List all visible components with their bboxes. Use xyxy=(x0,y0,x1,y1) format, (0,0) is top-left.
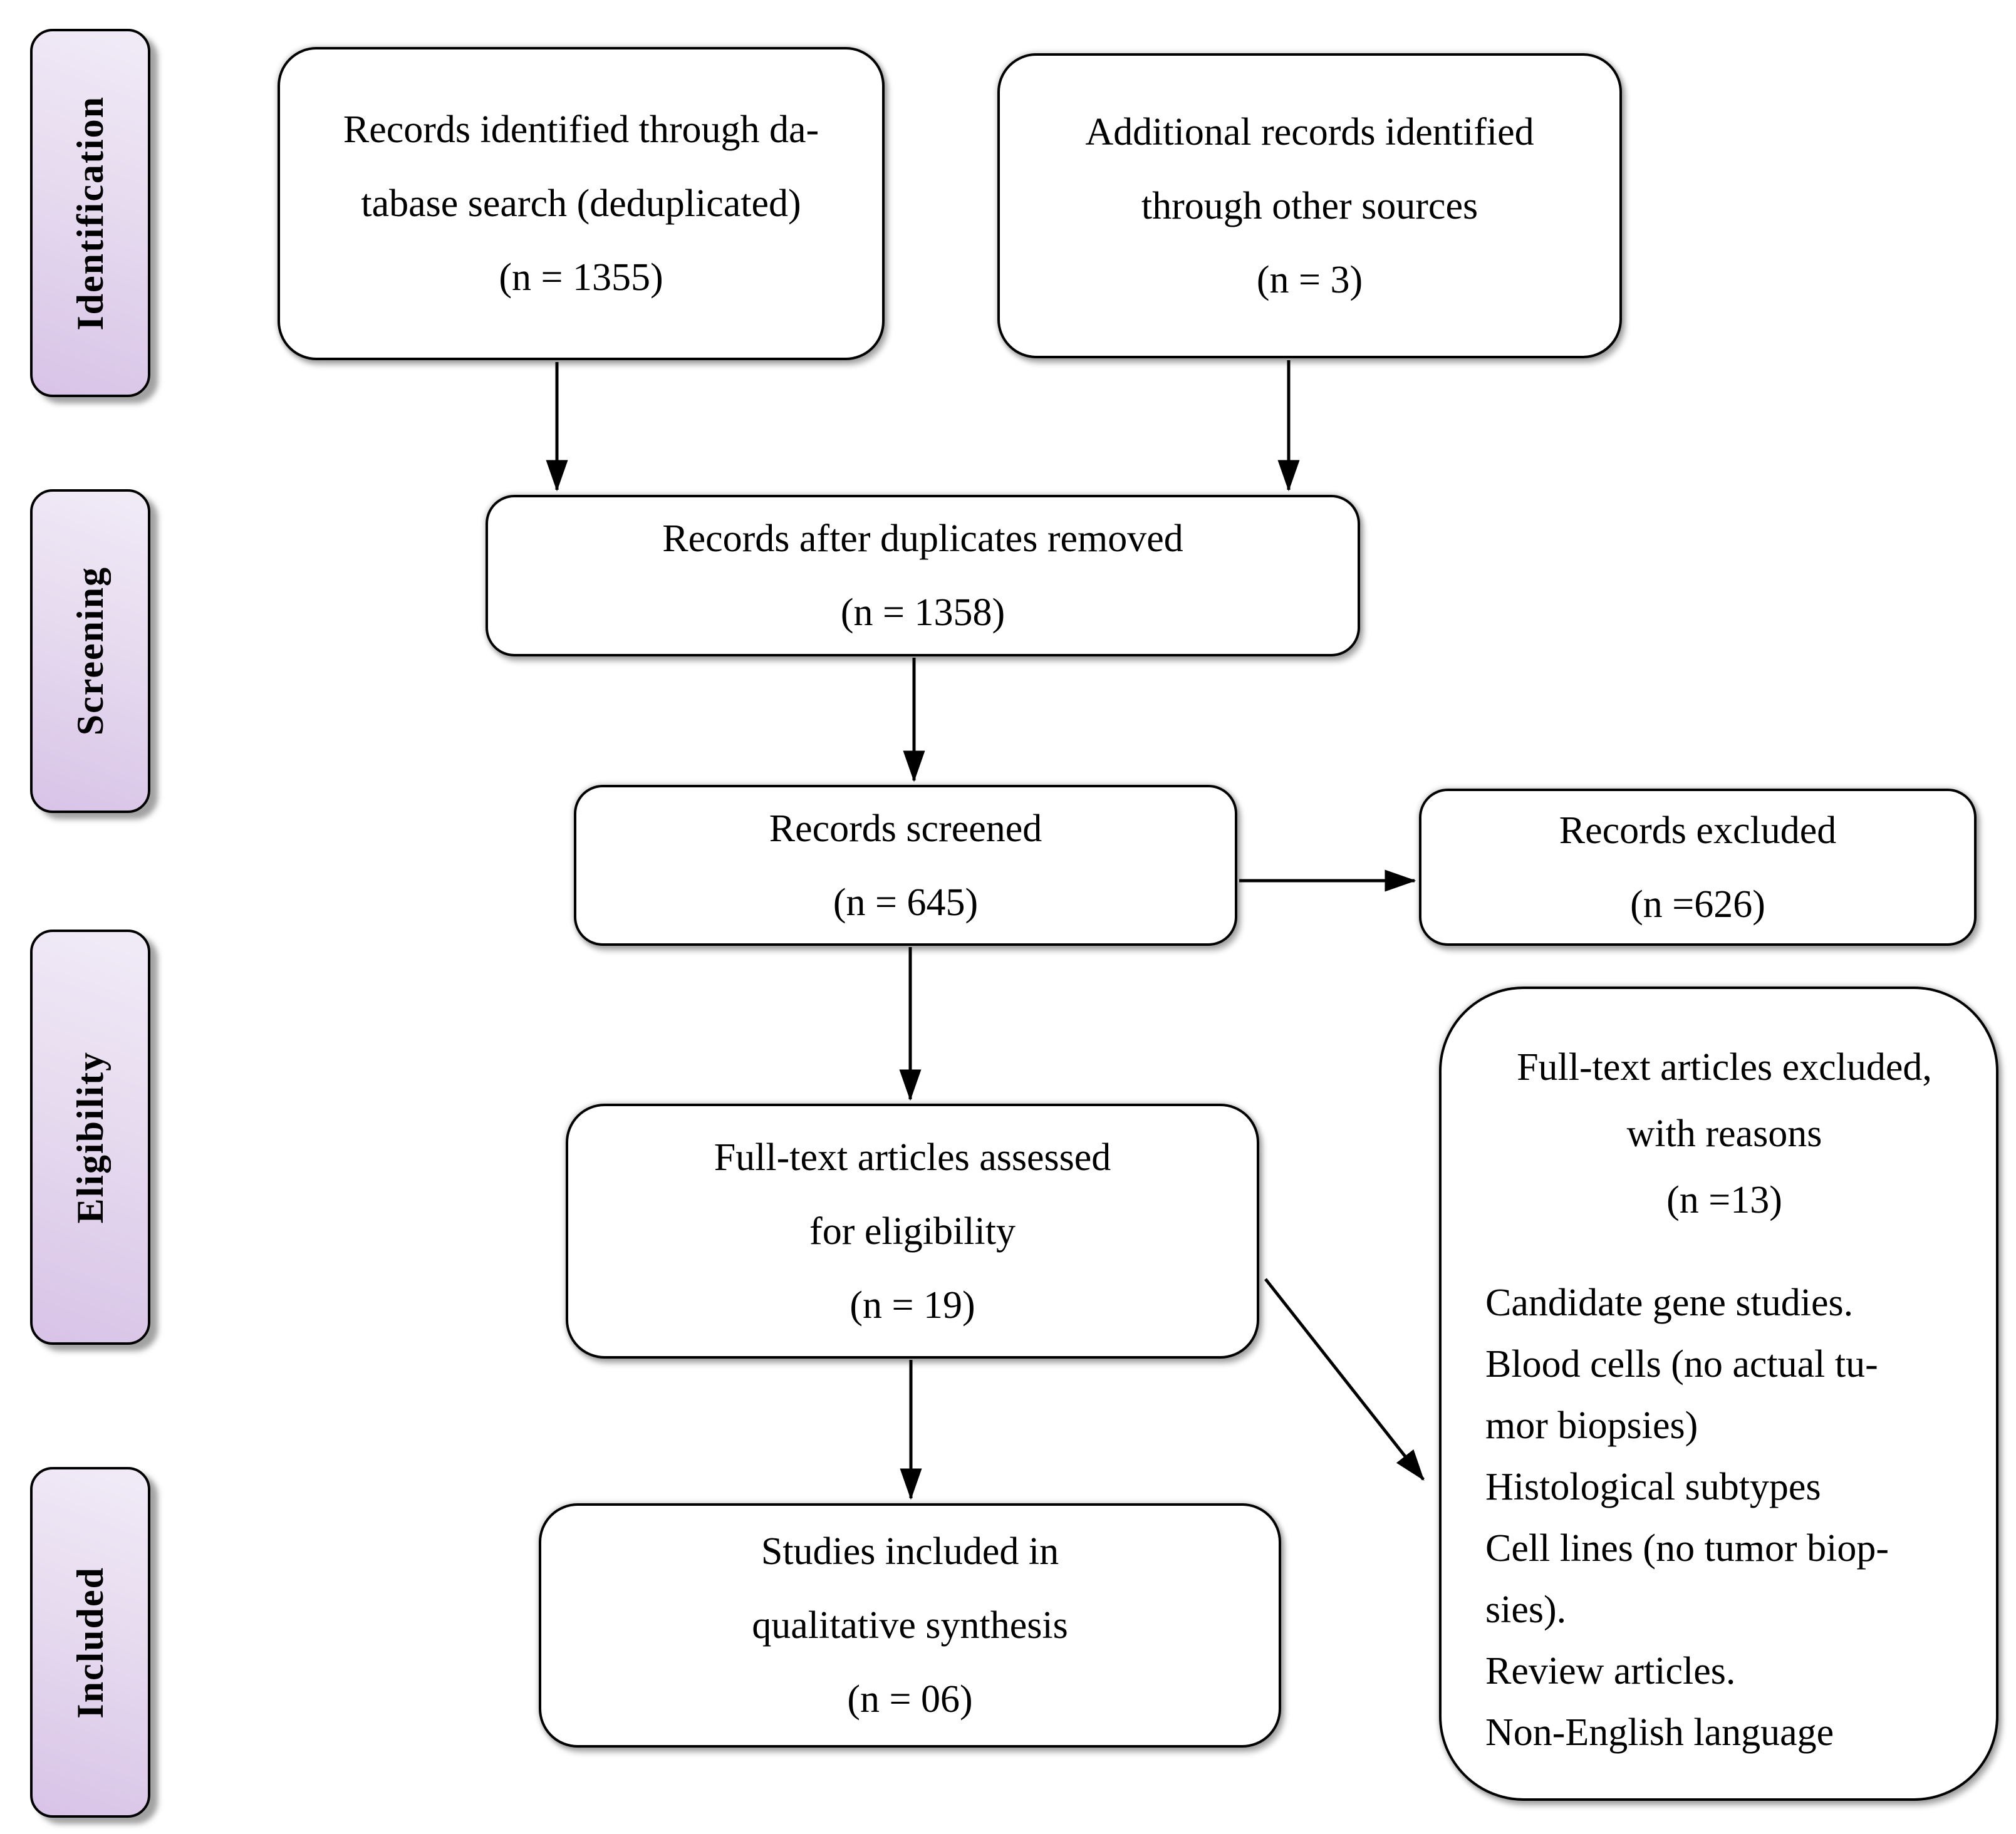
box-text-line: (n = 3) xyxy=(1256,258,1363,301)
box-text-line: (n = 645) xyxy=(833,881,979,924)
box-additional-records: Additional records identified through ot… xyxy=(997,53,1622,358)
stage-eligibility: Eligibility xyxy=(30,930,150,1345)
reasons-item: Cell lines (no tumor biop- xyxy=(1485,1527,1889,1570)
box-text-line: for eligibility xyxy=(809,1210,1016,1253)
box-text-line: Full-text articles excluded, xyxy=(1517,1046,1932,1089)
box-text-line: Studies included in xyxy=(761,1530,1059,1573)
box-records-after-duplicates: Records after duplicates removed (n = 13… xyxy=(486,495,1360,656)
box-text-line: Records excluded xyxy=(1559,809,1837,852)
box-text-line: tabase search (deduplicated) xyxy=(361,182,801,225)
box-text-line: Full-text articles assessed xyxy=(714,1136,1111,1179)
stage-label: Identification xyxy=(69,95,111,331)
box-text-line: Records screened xyxy=(769,807,1042,850)
stage-label: Screening xyxy=(69,566,111,736)
reasons-item: Blood cells (no actual tu- xyxy=(1485,1343,1878,1386)
stage-included: Included xyxy=(30,1467,150,1818)
box-text-line: (n = 06) xyxy=(847,1678,973,1721)
box-text-line: (n = 1355) xyxy=(499,256,663,299)
reasons-item: mor biopsies) xyxy=(1485,1404,1698,1447)
box-fulltext-excluded-reasons: Full-text articles excluded, with reason… xyxy=(1439,987,1998,1801)
box-fulltext-assessed: Full-text articles assessed for eligibil… xyxy=(566,1104,1259,1359)
reasons-item: Non-English language xyxy=(1485,1711,1834,1754)
box-text-line: (n = 19) xyxy=(850,1283,975,1327)
reasons-item: Histological subtypes xyxy=(1485,1466,1821,1508)
arrow-fulltext-to-reasons xyxy=(1264,1278,1425,1481)
box-text-line: (n =626) xyxy=(1630,883,1765,926)
reasons-item: Candidate gene studies. xyxy=(1485,1282,1854,1324)
box-text-line: through other sources xyxy=(1141,184,1478,227)
box-text-line: (n = 1358) xyxy=(840,591,1005,634)
stage-label: Eligibility xyxy=(69,1050,111,1224)
stage-identification: Identification xyxy=(30,29,150,397)
box-text-line: qualitative synthesis xyxy=(752,1604,1068,1647)
box-text-line: Records identified through da- xyxy=(343,108,819,151)
box-records-excluded: Records excluded (n =626) xyxy=(1419,789,1977,946)
stage-label: Included xyxy=(69,1566,111,1719)
box-text-line: Additional records identified xyxy=(1085,110,1534,153)
reasons-item: sies). xyxy=(1485,1588,1567,1631)
reasons-header: Full-text articles excluded, with reason… xyxy=(1485,1034,1963,1233)
box-text-line: with reasons xyxy=(1626,1112,1822,1155)
box-text-line: (n =13) xyxy=(1666,1179,1782,1221)
reasons-item-list: Candidate gene studies. Blood cells (no … xyxy=(1485,1272,1963,1763)
box-studies-included: Studies included in qualitative synthesi… xyxy=(539,1503,1281,1748)
box-text-line: Records after duplicates removed xyxy=(662,517,1183,560)
box-records-screened: Records screened (n = 645) xyxy=(574,785,1237,946)
stage-screening: Screening xyxy=(30,489,150,813)
reasons-item: Review articles. xyxy=(1485,1650,1736,1692)
box-records-identified: Records identified through da- tabase se… xyxy=(278,47,885,360)
